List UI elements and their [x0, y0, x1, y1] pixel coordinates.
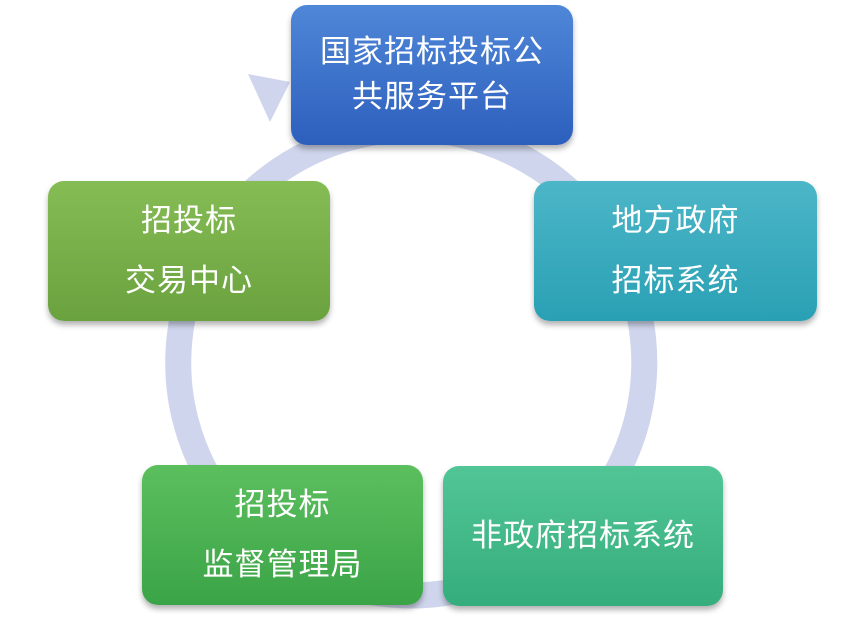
node-supervision-line-1: 招投标 [234, 486, 331, 523]
node-supervision-line-2: 监督管理局 [202, 547, 363, 583]
node-nongov-line-1: 非政府招标系统 [471, 517, 695, 554]
node-supervision-bureau: 招投标 监督管理局 [142, 465, 423, 605]
ring-arrowhead [248, 74, 290, 122]
node-national-platform: 国家招标投标公 共服务平台 [291, 5, 573, 145]
node-national-line-1: 国家招标投标公 [320, 34, 544, 71]
node-non-government: 非政府招标系统 [443, 466, 723, 606]
node-national-line-2: 共服务平台 [352, 79, 512, 115]
node-local-government: 地方政府 招标系统 [534, 181, 817, 321]
node-exchange-line-1: 招投标 [141, 202, 237, 239]
node-exchange-line-2: 交易中心 [125, 263, 253, 299]
node-local-line-2: 招标系统 [611, 263, 740, 299]
node-local-line-1: 地方政府 [611, 202, 740, 239]
node-exchange-center: 招投标 交易中心 [48, 181, 330, 321]
